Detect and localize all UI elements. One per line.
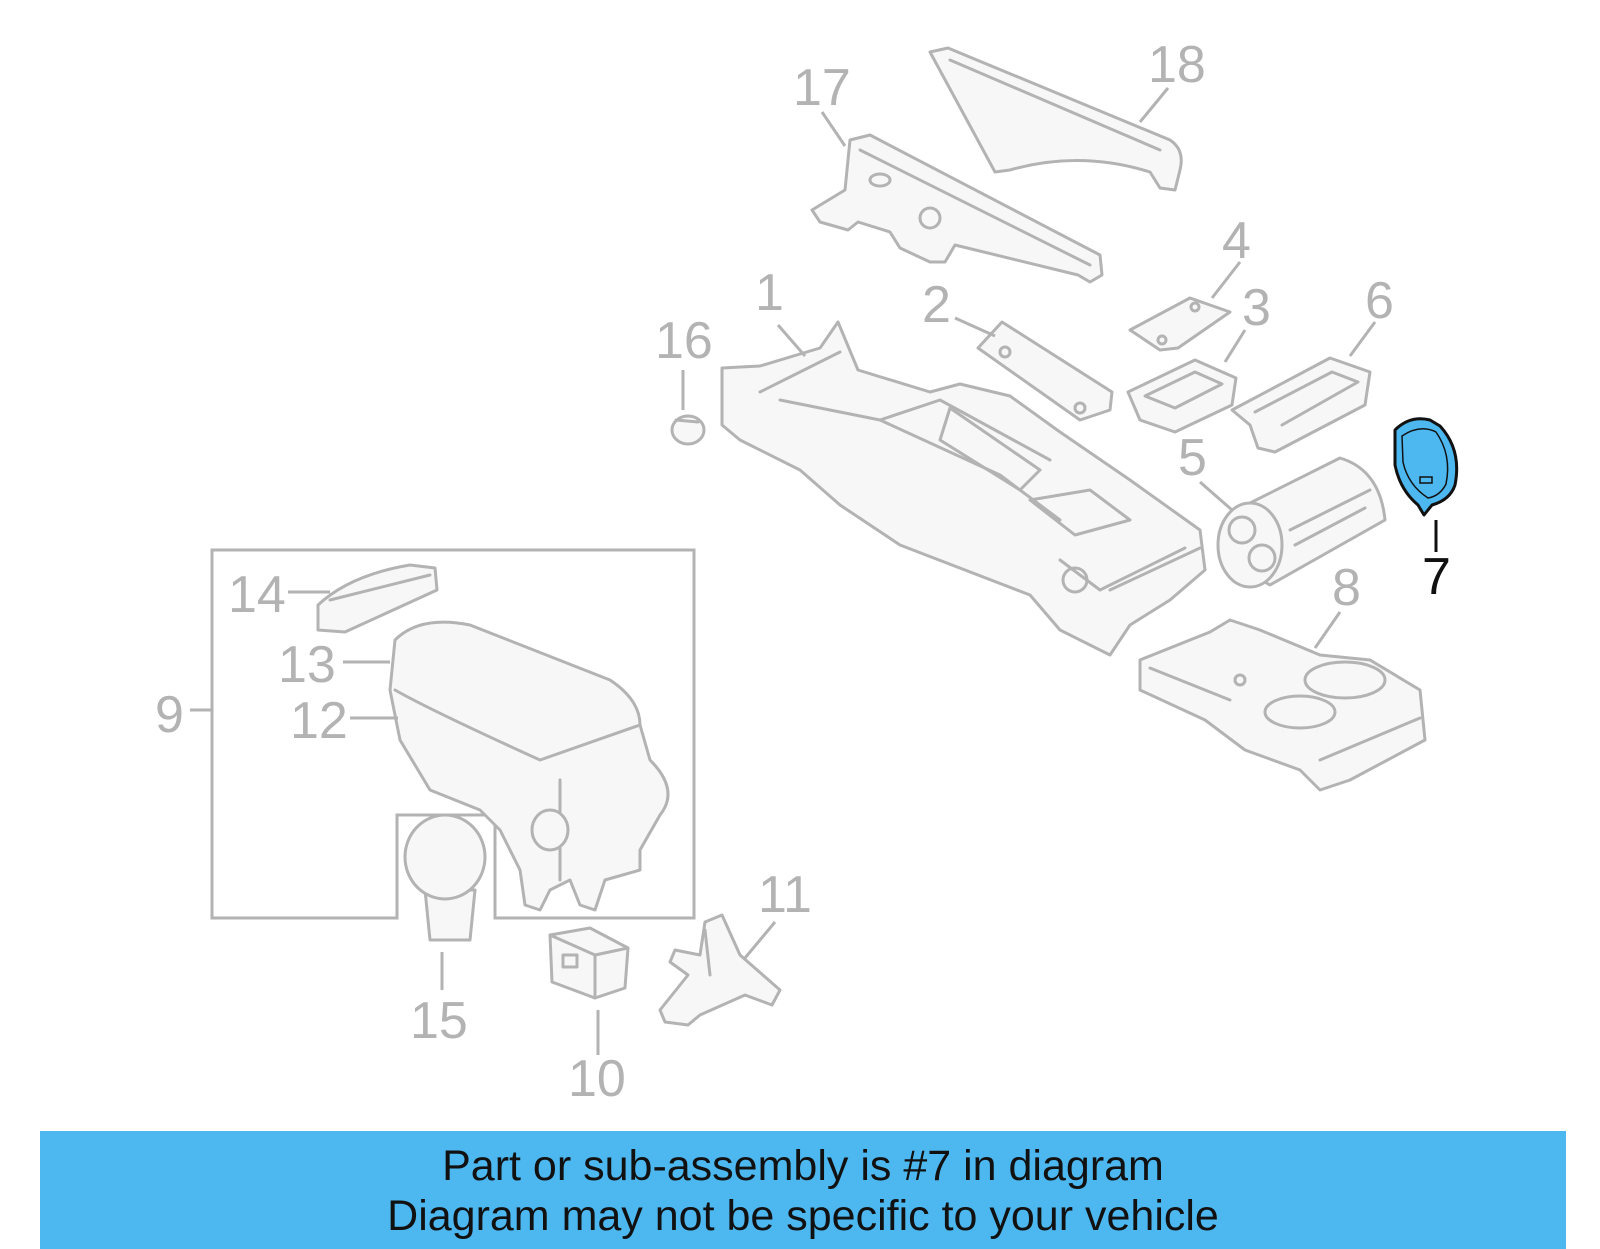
part-11 [658,913,782,1027]
callout-10: 10 [568,1050,626,1108]
callout-13: 13 [278,636,336,694]
callout-14: 14 [228,566,286,624]
leader-2 [954,316,996,338]
leader-17 [820,111,847,147]
leader-18 [1138,87,1170,123]
callout-2: 2 [922,276,951,334]
callout-18: 18 [1148,36,1206,94]
leader-1 [776,324,807,357]
leader-8 [1313,611,1342,649]
banner-line-2: Diagram may not be specific to your vehi… [387,1192,1219,1240]
part-4 [1128,296,1232,352]
callout-5: 5 [1178,429,1207,487]
part-3 [1126,358,1238,434]
part-7-highlighted [1393,417,1459,517]
callout-6: 6 [1365,272,1394,330]
callout-16: 16 [655,312,713,370]
callout-1: 1 [755,264,784,322]
leader-11 [743,921,777,959]
callout-17: 17 [793,59,851,117]
callout-9: 9 [155,686,184,744]
leader-6 [1348,321,1377,357]
callouts: 17 18 4 3 6 2 1 16 5 8 7 14 13 12 9 15 1… [155,36,1451,1108]
part-6 [1230,356,1372,454]
callout-4: 4 [1222,212,1251,270]
part-17 [810,133,1104,284]
part-15 [403,813,487,942]
leader-3 [1223,329,1247,363]
callout-11: 11 [758,866,812,924]
leader-4 [1210,261,1242,299]
callout-12: 12 [290,692,348,750]
part-1 [720,320,1207,657]
leader-5 [1199,480,1233,512]
banner-line-1: Part or sub-assembly is #7 in diagram [442,1142,1164,1190]
part-14 [316,563,439,634]
part-12-13-armrest [388,620,670,912]
part-2 [976,320,1114,422]
part-18 [928,46,1183,192]
info-banner: Part or sub-assembly is #7 in diagram Di… [40,1131,1566,1249]
part-8 [1138,618,1427,792]
callout-3: 3 [1242,279,1271,337]
callout-7: 7 [1422,548,1451,606]
part-10 [548,926,630,1000]
leader-lines [190,87,1438,1055]
callout-15: 15 [410,992,468,1050]
callout-8: 8 [1332,559,1361,617]
part-16 [670,414,706,446]
part-5 [1216,456,1387,589]
